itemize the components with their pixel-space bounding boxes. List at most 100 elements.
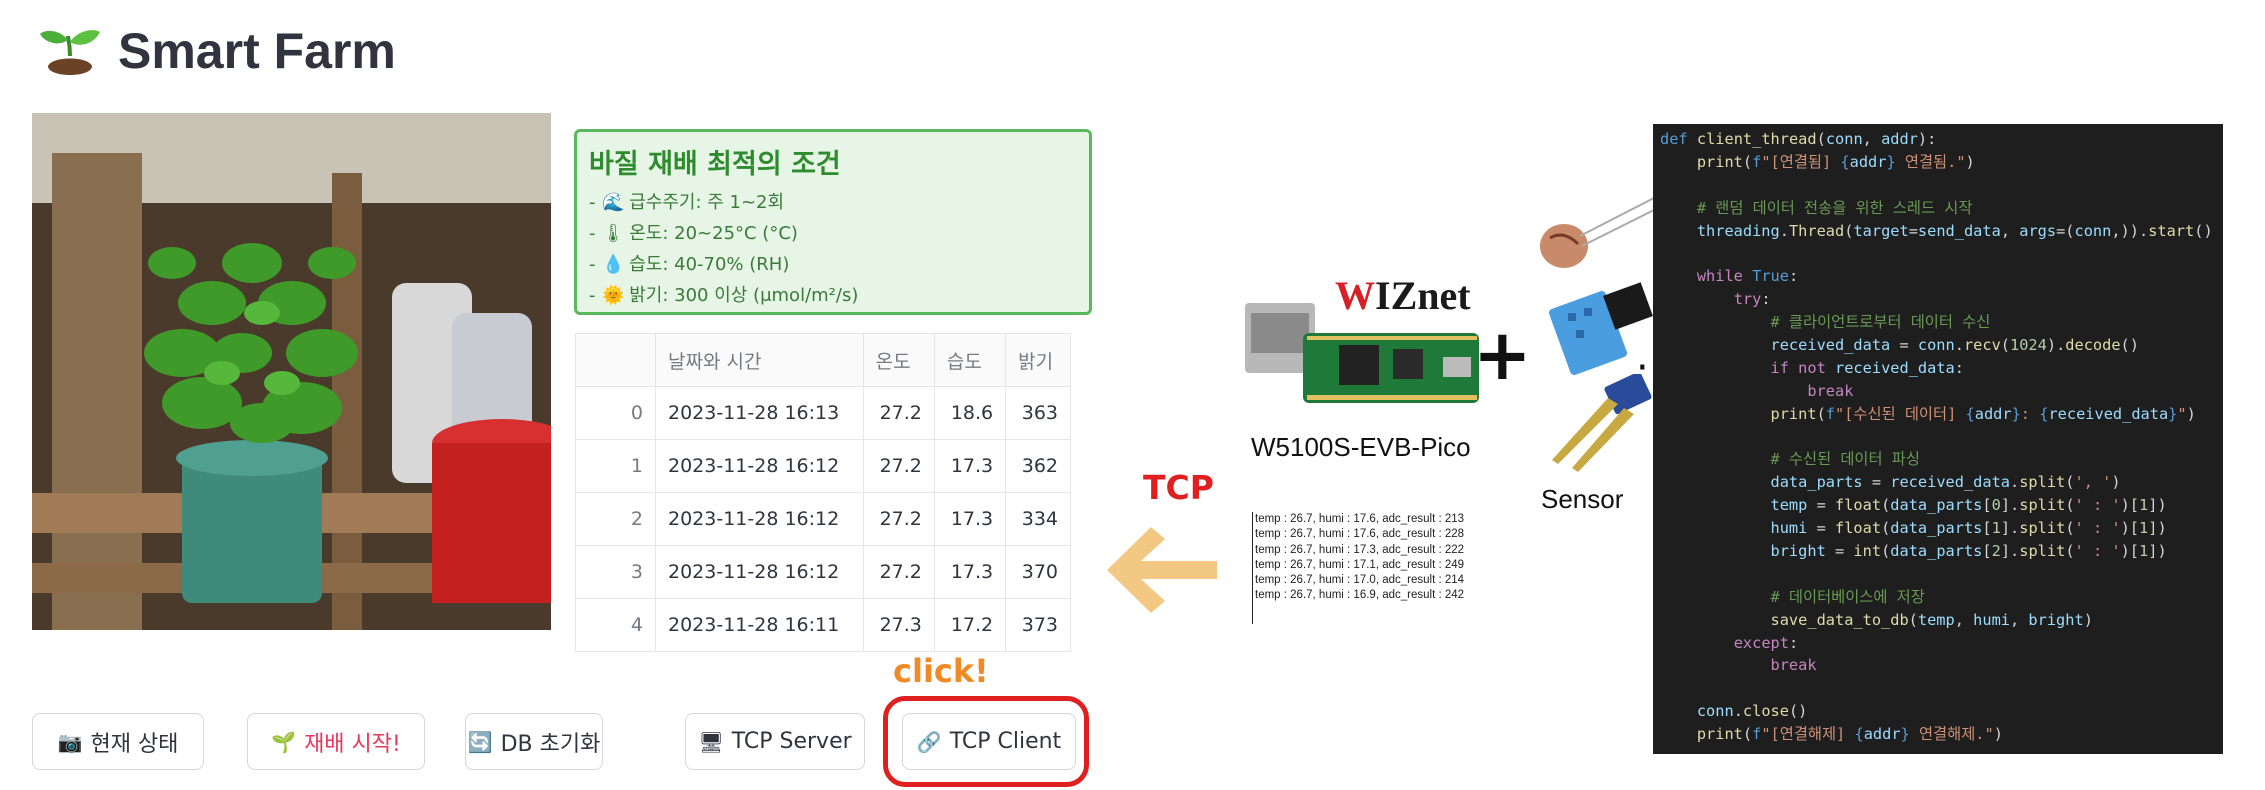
button-label: 재배 시작! [304, 731, 401, 757]
conditions-title: 바질 재배 최적의 조건 [589, 149, 841, 180]
tcp-client-button[interactable]: 🔗 TCP Client [902, 713, 1076, 770]
log-line: temp : 26.7, humi : 17.3, adc_result : 2… [1255, 543, 1465, 556]
cell-temperature: 27.2 [862, 439, 935, 493]
code-line: temp = float(data_parts[0].split(' : ')[… [1770, 496, 2167, 515]
tcp-server-button[interactable]: 🖥 TCP Server [685, 713, 865, 770]
sun-icon: 🌞 [602, 285, 625, 306]
bullet-dot: · [1636, 345, 1649, 391]
condition-text: 온도: 20~25°C (°C) [629, 223, 798, 244]
camera-icon: 📷 [57, 729, 83, 754]
condition-brightness: - 🌞밝기: 300 이상 (μmol/m²/s) [589, 280, 1077, 311]
code-line: print(f"[수신된 데이터] {addr}: {received_data… [1770, 404, 2196, 423]
button-label: TCP Server [731, 729, 852, 754]
soil-sensor-image [1552, 374, 1652, 472]
humidity-sensor-image [1548, 282, 1653, 376]
cell-brightness: 363 [1005, 386, 1071, 440]
sprout-logo-icon [40, 30, 100, 75]
tcp-annotation: TCP [1143, 468, 1214, 507]
cell-humidity: 17.2 [933, 598, 1007, 652]
sensor-label: Sensor [1541, 484, 1624, 514]
cell-temperature: 27.3 [862, 598, 935, 652]
code-editor-panel[interactable]: def client_thread(conn, addr): print(f"[… [1653, 124, 2223, 754]
code-line: break [1807, 381, 1854, 400]
table-row: 2 2023-11-28 16:12 27.2 17.3 334 [575, 492, 1071, 546]
page-title: Smart Farm [118, 23, 396, 79]
droplet-icon: 💧 [602, 254, 625, 275]
w5100s-board-image [1245, 303, 1479, 403]
code-line: try: [1733, 290, 1771, 309]
column-header-brightness[interactable]: 밝기 [1005, 333, 1071, 387]
cell-datetime: 2023-11-28 16:13 [655, 386, 864, 440]
table-row: 0 2023-11-28 16:13 27.2 18.6 363 [575, 386, 1071, 440]
code-line: data_parts = received_data.split(', ') [1770, 473, 2121, 492]
cell-humidity: 17.3 [933, 545, 1007, 599]
cell-brightness: 362 [1005, 439, 1071, 493]
condition-humidity: - 💧습도: 40-70% (RH) [589, 249, 1077, 280]
seedling-icon: 🌱 [271, 729, 297, 754]
column-header-datetime[interactable]: 날짜와 시간 [655, 333, 864, 387]
code-line: while True: [1696, 267, 1799, 286]
log-line: temp : 26.7, humi : 17.1, adc_result : 2… [1255, 558, 1465, 571]
refresh-icon: 🔄 [467, 729, 493, 754]
code-line [1660, 426, 2223, 449]
cell-temperature: 27.2 [862, 492, 935, 546]
plus-sign: + [1473, 314, 1532, 396]
wiznet-logo: WIZnet [1335, 273, 1471, 318]
code-line: def client_thread(conn, addr): [1660, 130, 1937, 148]
condition-watering: - 🌊급수주기: 주 1~2회 [589, 187, 1077, 218]
code-line: print(f"[연결해제] {addr} 연결해제.") [1696, 725, 2003, 744]
cell-index: 1 [575, 439, 656, 493]
code-line: save_data_to_db(temp, humi, bright) [1770, 610, 2093, 629]
table-row: 1 2023-11-28 16:12 27.2 17.3 362 [575, 439, 1071, 493]
highlight-ring [883, 696, 1089, 787]
cell-datetime: 2023-11-28 16:12 [655, 439, 864, 493]
cell-brightness: 370 [1005, 545, 1071, 599]
wave-icon: 🌊 [602, 192, 625, 213]
code-line [1660, 242, 2223, 265]
log-line: temp : 26.7, humi : 17.0, adc_result : 2… [1255, 574, 1465, 587]
code-line: conn.close() [1696, 702, 1808, 721]
cell-brightness: 373 [1005, 598, 1071, 652]
cell-humidity: 17.3 [933, 492, 1007, 546]
table-header-row: 날짜와 시간 온도 습도 밝기 [575, 333, 1071, 387]
cell-datetime: 2023-11-28 16:12 [655, 492, 864, 546]
code-line: received_data = conn.recv(1024).decode() [1770, 336, 2139, 355]
condition-text: 습도: 40-70% (RH) [629, 254, 790, 275]
code-line: # 데이터베이스에 저장 [1770, 587, 1925, 606]
code-line: humi = float(data_parts[1].split(' : ')[… [1770, 519, 2167, 538]
arrow-left-icon [1107, 527, 1217, 613]
code-line: break [1770, 656, 1817, 675]
column-header-humidity[interactable]: 습도 [933, 333, 1007, 387]
db-reset-button[interactable]: 🔄 DB 초기화 [465, 713, 603, 770]
current-status-button[interactable]: 📷 현재 상태 [32, 713, 204, 770]
click-annotation: click! [893, 652, 989, 690]
column-header-index[interactable] [575, 333, 656, 387]
board-label: W5100S-EVB-Pico [1251, 432, 1471, 462]
code-line [1660, 563, 2223, 586]
button-label: 현재 상태 [90, 731, 179, 757]
light-sensor-image [1540, 197, 1655, 268]
condition-temperature: - 🌡온도: 20~25°C (°C) [589, 218, 1077, 249]
table-row: 3 2023-11-28 16:12 27.2 17.3 370 [575, 545, 1071, 599]
start-cultivation-button[interactable]: 🌱 재배 시작! [247, 713, 425, 770]
table-row: 4 2023-11-28 16:11 27.3 17.2 373 [575, 598, 1071, 652]
cell-temperature: 27.2 [862, 386, 935, 440]
optimal-conditions-box: 바질 재배 최적의 조건 - 🌊급수주기: 주 1~2회 - 🌡온도: 20~2… [574, 129, 1092, 315]
cell-index: 4 [575, 598, 656, 652]
link-icon: 🔗 [916, 729, 942, 754]
code-line: # 클라이언트로부터 데이터 수신 [1770, 313, 1991, 332]
log-line: temp : 26.7, humi : 17.6, adc_result : 2… [1255, 528, 1465, 541]
code-line: # 수신된 데이터 파싱 [1770, 450, 1920, 469]
condition-text: 밝기: 300 이상 (μmol/m²/s) [629, 285, 859, 306]
cell-humidity: 17.3 [933, 439, 1007, 493]
code-line [1660, 174, 2223, 197]
code-line: # 랜덤 데이터 전송을 위한 스레드 시작 [1696, 198, 1973, 217]
cell-datetime: 2023-11-28 16:11 [655, 598, 864, 652]
condition-text: 급수주기: 주 1~2회 [629, 192, 785, 213]
log-line: temp : 26.7, humi : 16.9, adc_result : 2… [1255, 589, 1465, 602]
code-line [1660, 677, 2223, 700]
sensor-data-table[interactable]: 날짜와 시간 온도 습도 밝기 0 2023-11-28 16:13 27.2 … [575, 333, 1071, 652]
thermometer-icon: 🌡 [601, 223, 625, 244]
column-header-temperature[interactable]: 온도 [862, 333, 935, 387]
code-line: bright = int(data_parts[2].split(' : ')[… [1770, 542, 2167, 561]
